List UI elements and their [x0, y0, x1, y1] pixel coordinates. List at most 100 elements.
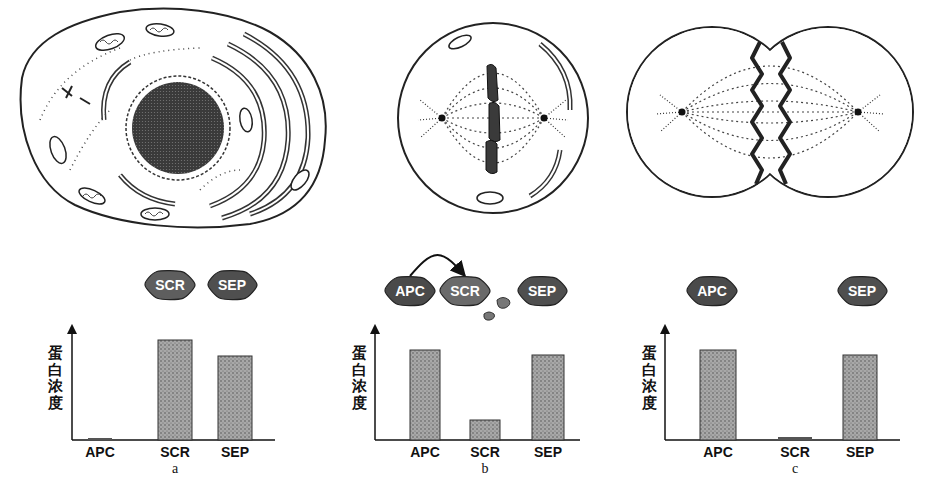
interphase-cell: [21, 9, 326, 228]
interphase-cell-part: [62, 86, 90, 104]
interphase-cell-part-part: [94, 30, 127, 53]
interphase-cell-part: [47, 22, 313, 220]
bar-chart-a-part: [218, 356, 252, 440]
bar-chart-a-part: [88, 438, 112, 440]
interphase-cell-part: [83, 28, 168, 216]
metaphase-cell-part-part: [544, 118, 568, 120]
protein-blob: SEP: [837, 275, 888, 307]
interphase-cell-part-part: [222, 44, 288, 218]
cleaved-fragment-part: [497, 298, 510, 309]
metaphase-cell: [398, 23, 588, 213]
metaphase-cell-part: [439, 115, 446, 122]
protein-blob: APC: [384, 275, 436, 307]
bar-chart-c-part: [664, 326, 666, 440]
axis-label: SCR: [160, 444, 190, 460]
protein-name: SEP: [848, 283, 877, 299]
metaphase-cell-part-part: [544, 118, 566, 138]
anaphase-cell-part-part: [858, 112, 884, 114]
interphase-cell-part-part: [120, 175, 175, 204]
metaphase-cell-part-part: [540, 44, 570, 110]
anaphase-cell-part-part: [682, 112, 858, 158]
metaphase-cell-part-part: [418, 118, 442, 120]
protein-name: SCR: [450, 283, 480, 299]
bar-chart-a-part: [158, 340, 192, 440]
bar-chart-b-part: [374, 326, 376, 440]
metaphase-cell-part: [530, 44, 570, 196]
blob-outline: [517, 277, 566, 306]
blob-outline: [207, 271, 256, 300]
bar-chart-b-part: [532, 355, 564, 440]
metaphase-cell-part-part: [530, 150, 560, 196]
protein-blob: SEP: [207, 269, 258, 301]
axis-title: 蛋白浓度: [352, 345, 367, 411]
anaphase-cell-part-part: [682, 66, 858, 112]
axis-title: 蛋白浓度: [48, 345, 63, 411]
bar-chart-a-part: [71, 326, 73, 440]
cleaved-fragment: [484, 298, 510, 321]
interphase-cell-part-part: [77, 185, 107, 208]
protein-blob: SCR: [439, 275, 491, 307]
metaphase-cell-part-part: [544, 100, 566, 118]
interphase-cell-part: [40, 48, 240, 190]
interphase-cell-part-part: [141, 208, 169, 220]
interphase-cell-part-part: [238, 107, 254, 133]
blob-outline: [687, 277, 737, 306]
protein-name: SCR: [155, 277, 185, 293]
anaphase-cell-part-part: [858, 112, 880, 132]
protein-blob: SEP: [517, 275, 568, 307]
protein-name: APC: [395, 283, 425, 299]
interphase-cell-part-part: [100, 40, 118, 44]
interphase-cell-part-part: [120, 175, 175, 204]
interphase-cell-part-part: [66, 86, 72, 98]
axis-label: SEP: [221, 444, 249, 460]
bar-chart-c-part: [778, 437, 812, 440]
interphase-cell-part-part: [130, 48, 200, 60]
anaphase-cell-part: [656, 95, 884, 132]
axis-label: APC: [410, 444, 440, 460]
anaphase-cell-part: [752, 42, 790, 184]
metaphase-cell-part-part: [487, 64, 498, 101]
blob-outline: [385, 277, 435, 306]
metaphase-cell-part: [530, 44, 570, 196]
protein-blob: APC: [686, 275, 738, 307]
interphase-cell-part-part: [47, 134, 70, 165]
interphase-cell-part-part: [210, 58, 264, 206]
axis-label: SEP: [534, 444, 562, 460]
interphase-cell-part-part: [40, 48, 120, 120]
blob-outline: [837, 277, 886, 306]
anaphase-cell-part-part: [752, 42, 762, 184]
anaphase-cell-part-part: [682, 101, 858, 112]
protein-name: SEP: [218, 277, 247, 293]
interphase-cell-part-part: [288, 167, 313, 193]
interphase-cell-part-part: [150, 28, 168, 32]
bar-chart-c: [665, 326, 900, 440]
interphase-cell-part-part: [210, 58, 264, 206]
protein-name: SEP: [528, 283, 557, 299]
interphase-cell-part: [132, 82, 224, 174]
anaphase-cell-part-part: [660, 112, 682, 132]
interphase-cell-part: [104, 34, 309, 218]
bar-chart-b-part: [410, 350, 440, 440]
bar-chart-b-part: [470, 420, 500, 440]
metaphase-cell-part-part: [540, 44, 570, 110]
bar-chart-c-part: [843, 355, 877, 440]
anaphase-cell-part: [682, 66, 858, 158]
metaphase-cell-part-part: [486, 140, 497, 173]
panel-letter: c: [792, 461, 798, 477]
interphase-cell-part: [126, 76, 230, 180]
axis-label: SCR: [470, 444, 500, 460]
bar-chart-c-part: [700, 350, 736, 440]
interphase-cell-part-part: [104, 62, 130, 120]
metaphase-cell-part-part: [420, 100, 442, 118]
anaphase-cell-part: [855, 109, 862, 116]
axis-label: APC: [703, 444, 733, 460]
interphase-cell-part-part: [145, 22, 174, 38]
protein-blob: SCR: [144, 269, 196, 301]
anaphase-cell-part: [679, 109, 686, 116]
axis-label: APC: [85, 444, 115, 460]
metaphase-cell-part: [398, 23, 588, 213]
